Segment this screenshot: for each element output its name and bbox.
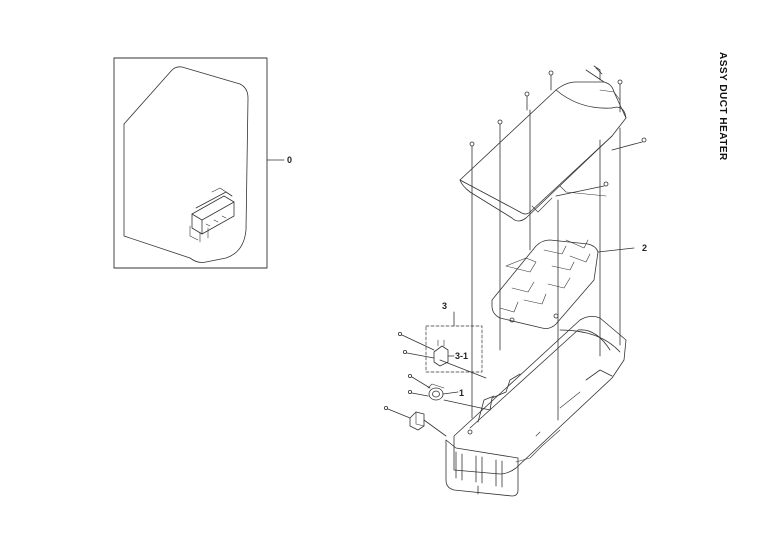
screw-5 <box>617 79 623 113</box>
screws-top <box>469 70 647 197</box>
callout-0: 0 <box>287 155 292 165</box>
screw-4 <box>548 70 554 91</box>
duct-top-cover <box>459 65 627 222</box>
screw-6 <box>611 137 647 151</box>
callout-3-1: 3-1 <box>455 351 468 361</box>
screw-2 <box>497 119 503 157</box>
thermostat-group <box>383 311 491 437</box>
heater-element-plate <box>491 239 635 329</box>
screw-7 <box>555 181 609 197</box>
callout-2: 2 <box>642 243 647 253</box>
inset-assembly-view <box>113 57 285 269</box>
callout-1: 1 <box>459 388 464 398</box>
screw-3 <box>524 91 530 111</box>
callout-3: 3 <box>442 301 447 311</box>
screw-1 <box>469 141 475 197</box>
duct-housing <box>445 109 627 497</box>
